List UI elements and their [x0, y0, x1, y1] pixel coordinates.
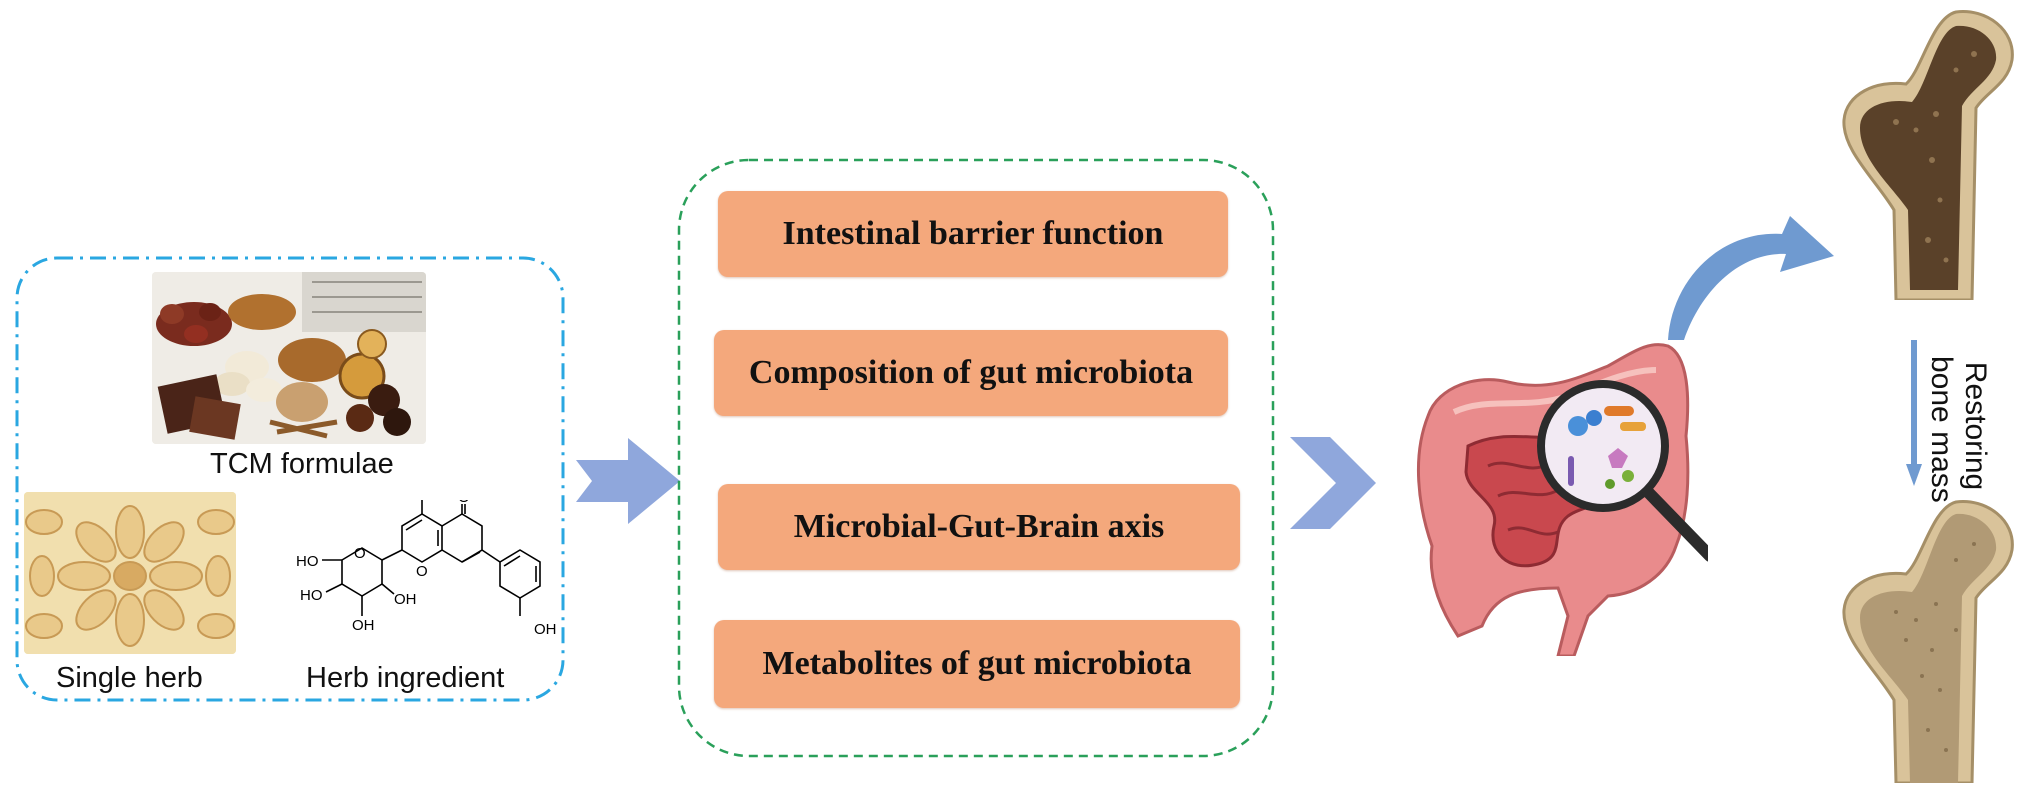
mol-oh-phenyl: OH [534, 621, 557, 638]
mol-o-ring: O [354, 545, 366, 562]
mechanism-panel [677, 158, 1275, 758]
single-herb-caption: Single herb [56, 662, 203, 694]
magnifier-icon [1642, 486, 1716, 562]
down-arrow-icon [1906, 340, 1922, 486]
osteoporotic-bone [1836, 10, 2026, 302]
mechanism-gut-brain-axis: Microbial-Gut-Brain axis [718, 484, 1240, 570]
mechanism-microbiota-metabolites: Metabolites of gut microbiota [714, 620, 1240, 708]
mol-o-keto: O [458, 500, 470, 506]
dash-dot-border [15, 256, 565, 702]
tcm-formulae-photo [152, 272, 426, 444]
curved-arrow-icon [1662, 208, 1848, 340]
herbal-medicine-panel [15, 256, 565, 702]
right-arrow-icon [576, 438, 680, 524]
outcome-line2: bone mass [1925, 356, 1958, 503]
single-herb-photo [24, 492, 236, 654]
mol-oh-ring: OH [394, 591, 417, 608]
outcome-label: Restoring bone mass [1925, 340, 1992, 503]
outcome-line1: Restoring [1959, 361, 1992, 491]
chevron-arrow-icon [1290, 437, 1376, 529]
mol-oh-bottom: OH [352, 617, 375, 634]
mol-ho-top: HO [410, 500, 433, 504]
herb-ingredient-caption: Herb ingredient [306, 662, 505, 694]
mechanism-intestinal-barrier: Intestinal barrier function [718, 191, 1228, 277]
healthy-bone [1836, 500, 2026, 785]
mol-ho-mid: HO [300, 587, 323, 604]
mol-o-pyran: O [416, 563, 428, 580]
molecule-structure: HO HO HO O OH OH O O OH [282, 487, 562, 650]
intestine-illustration [1398, 326, 1716, 658]
mechanism-microbiota-composition: Composition of gut microbiota [714, 330, 1228, 416]
tcm-formulae-caption: TCM formulae [210, 448, 394, 480]
dashed-border [677, 158, 1275, 758]
mol-ho-left: HO [296, 553, 319, 570]
